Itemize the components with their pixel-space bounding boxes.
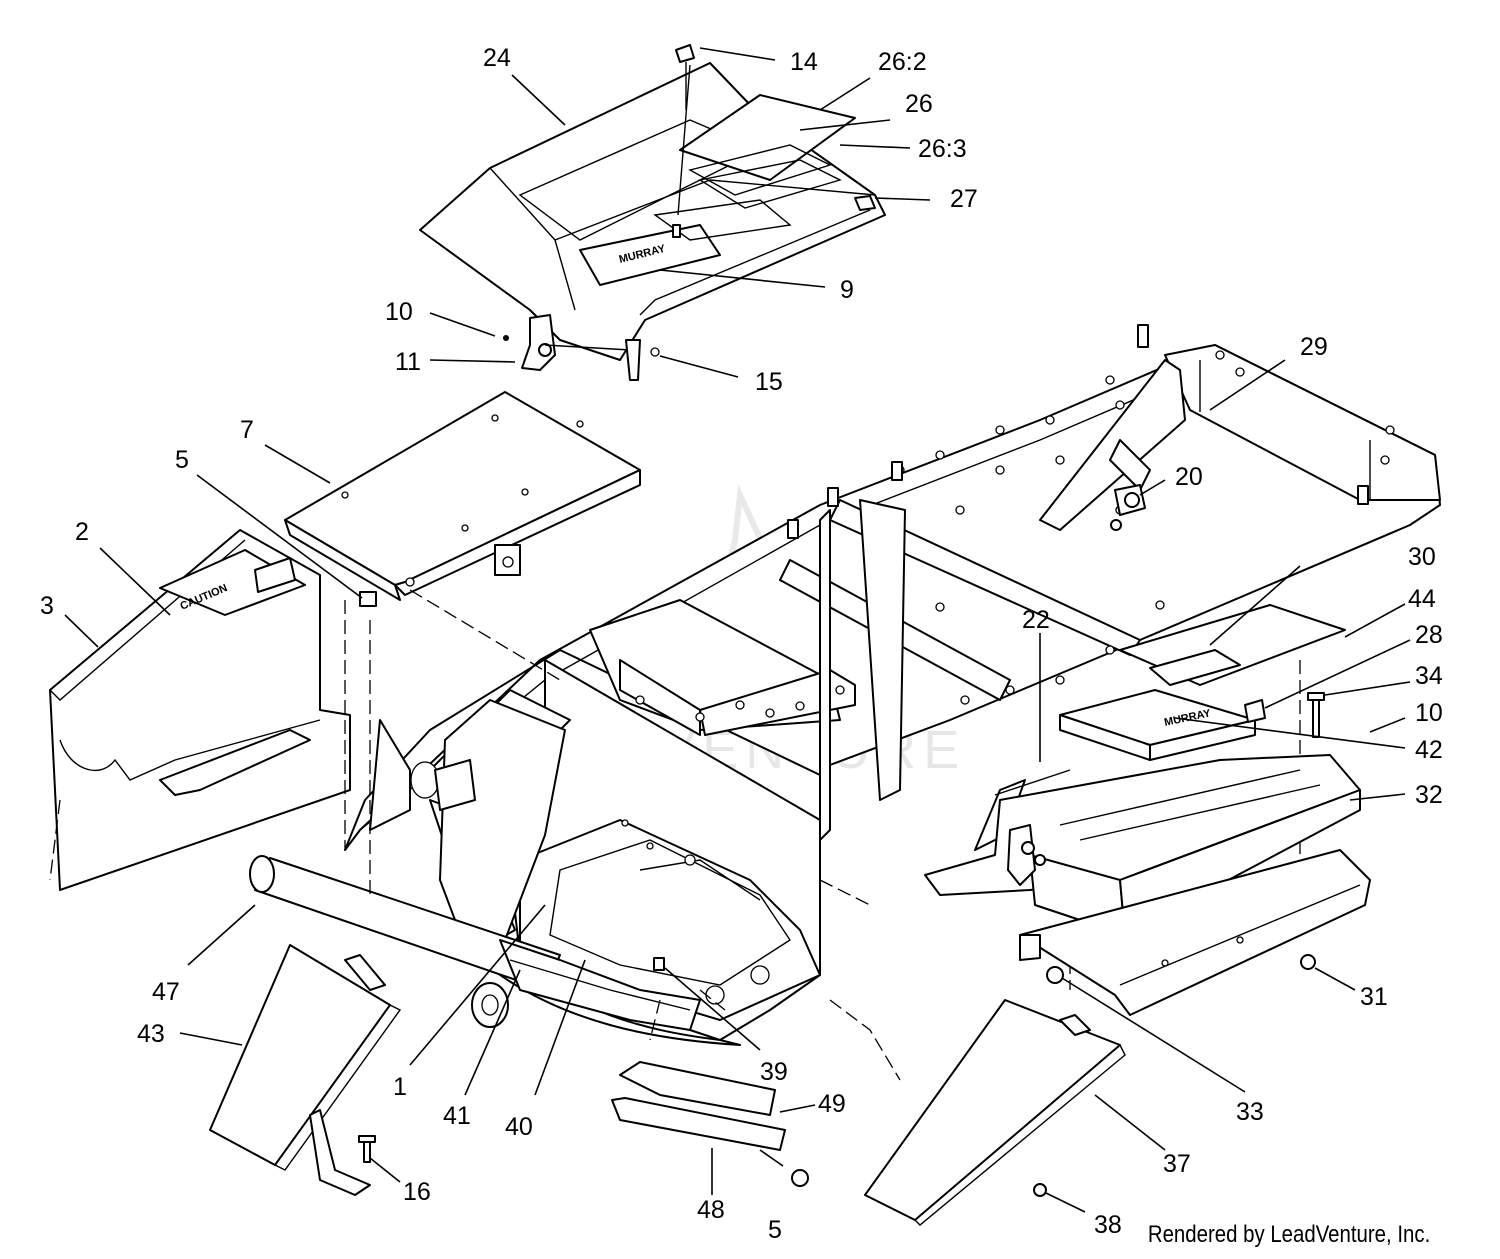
label-5-top: 5 bbox=[175, 446, 189, 474]
label-24: 24 bbox=[483, 44, 511, 72]
label-39: 39 bbox=[760, 1058, 788, 1086]
label-30: 30 bbox=[1408, 543, 1436, 571]
alignment-lines bbox=[49, 589, 1301, 1081]
part-38-bolt bbox=[1033, 1183, 1047, 1197]
label-16: 16 bbox=[403, 1178, 431, 1206]
part-40-41-front-pan bbox=[499, 939, 701, 1031]
label-27: 27 bbox=[950, 185, 978, 213]
rear-deflector bbox=[1019, 849, 1371, 1016]
part-11-hinge bbox=[503, 314, 660, 381]
label-40: 40 bbox=[505, 1113, 533, 1141]
part-5-bottom-bolt bbox=[791, 1169, 809, 1187]
label-47: 47 bbox=[152, 978, 180, 1006]
label-20: 20 bbox=[1175, 463, 1203, 491]
part-24-hood: MURRAY bbox=[419, 62, 886, 361]
label-14: 14 bbox=[790, 48, 818, 76]
label-38: 38 bbox=[1094, 1211, 1122, 1239]
part-7-dash-panel bbox=[284, 391, 641, 601]
part-5-stud bbox=[359, 591, 377, 607]
label-26-2: 26:2 bbox=[878, 48, 927, 76]
credit-text: Rendered by LeadVenture, Inc. bbox=[1147, 1221, 1430, 1248]
label-10-top: 10 bbox=[385, 298, 413, 326]
label-11: 11 bbox=[395, 348, 421, 376]
part-1-support-plate bbox=[434, 699, 566, 961]
label-44: 44 bbox=[1408, 585, 1436, 613]
label-34: 34 bbox=[1415, 662, 1443, 690]
label-43: 43 bbox=[137, 1020, 165, 1048]
label-26-3: 26:3 bbox=[918, 135, 967, 163]
label-9: 9 bbox=[840, 276, 854, 304]
label-5-bottom: 5 bbox=[768, 1216, 782, 1244]
part-14-fastener bbox=[672, 44, 695, 238]
label-3: 3 bbox=[40, 592, 54, 620]
label-7: 7 bbox=[240, 416, 254, 444]
part-42-seat-plate: MURRAY bbox=[1059, 689, 1266, 761]
part-31-33-nuts bbox=[1046, 954, 1316, 984]
part-37-right-footrest bbox=[864, 999, 1126, 1226]
part-49-bracket bbox=[619, 1061, 776, 1116]
label-22: 22 bbox=[1022, 606, 1050, 634]
label-49: 49 bbox=[818, 1090, 846, 1118]
part-30-rear-plate bbox=[1119, 604, 1346, 686]
label-2: 2 bbox=[75, 518, 89, 546]
frame-studs bbox=[787, 324, 1369, 539]
label-28: 28 bbox=[1415, 621, 1443, 649]
part-34-bolt bbox=[1307, 692, 1325, 738]
label-37: 37 bbox=[1163, 1150, 1191, 1178]
leader-lines bbox=[64, 47, 1411, 1213]
label-15: 15 bbox=[755, 368, 783, 396]
part-39-bolt bbox=[653, 957, 665, 971]
part-48-bracket bbox=[611, 1097, 786, 1151]
label-32: 32 bbox=[1415, 781, 1443, 809]
part-number-labels: 24 14 26:2 26 26:3 27 9 10 11 15 29 7 5 … bbox=[40, 44, 1443, 1244]
label-10-right: 10 bbox=[1415, 699, 1443, 727]
label-42: 42 bbox=[1415, 736, 1443, 764]
part-20-clamp bbox=[1110, 484, 1146, 531]
label-29: 29 bbox=[1300, 333, 1328, 361]
part-16-bolt bbox=[358, 1135, 376, 1163]
part-43-left-footrest bbox=[209, 944, 402, 1196]
label-48: 48 bbox=[697, 1196, 725, 1224]
label-33: 33 bbox=[1236, 1098, 1264, 1126]
label-41: 41 bbox=[443, 1102, 471, 1130]
part-3-side-panel: CAUTION bbox=[49, 529, 351, 891]
main-frame bbox=[344, 324, 1441, 1046]
label-1: 1 bbox=[393, 1073, 407, 1101]
label-26: 26 bbox=[905, 90, 933, 118]
label-31: 31 bbox=[1360, 983, 1388, 1011]
